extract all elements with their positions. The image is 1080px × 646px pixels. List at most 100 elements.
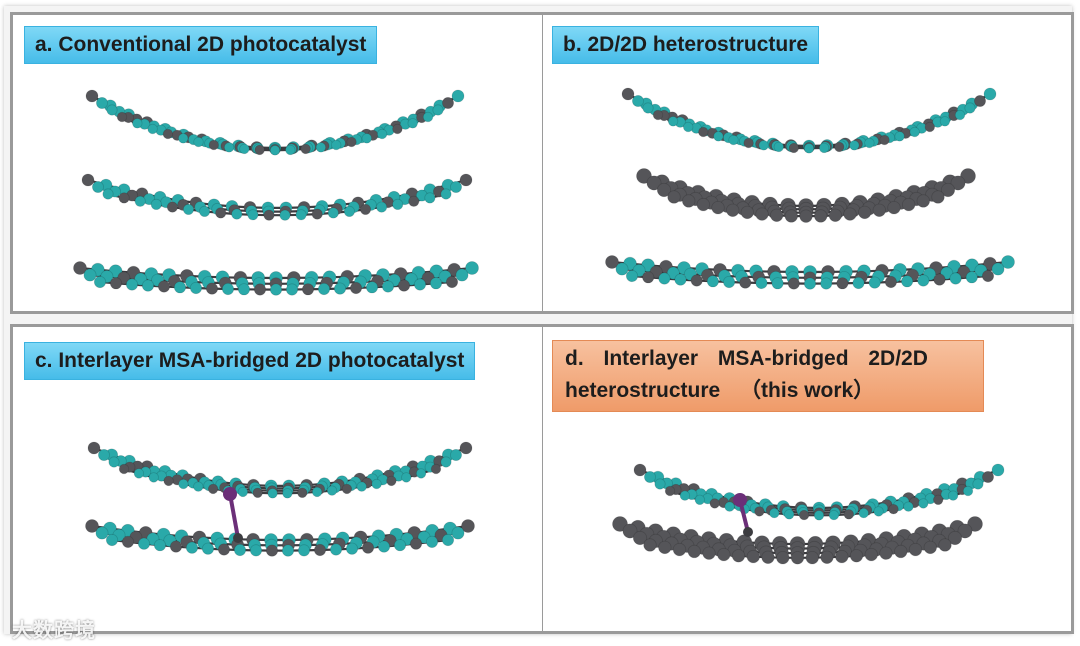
atom — [664, 485, 676, 497]
atom — [923, 540, 938, 555]
atom — [982, 470, 995, 483]
atom — [376, 128, 388, 140]
atom — [884, 275, 898, 289]
atom — [858, 205, 872, 220]
atom — [269, 145, 281, 156]
atom — [449, 448, 462, 461]
atom — [207, 483, 219, 495]
atom — [790, 551, 805, 565]
atom — [632, 95, 645, 108]
atom — [118, 192, 130, 204]
atom — [279, 209, 291, 221]
atom — [755, 207, 769, 221]
atom — [787, 277, 800, 290]
atom — [148, 472, 159, 483]
atom — [407, 118, 418, 129]
atom — [73, 261, 87, 275]
panel-c-title: c. Interlayer MSA-bridged 2D photocataly… — [24, 342, 476, 380]
atom — [820, 550, 834, 565]
atom — [813, 510, 825, 521]
atom — [282, 488, 293, 499]
bridge-anchor-atom — [743, 527, 753, 537]
msa-bridge-atom — [733, 493, 747, 507]
atom — [345, 542, 359, 555]
atom — [247, 209, 259, 221]
atom — [440, 188, 452, 200]
atom — [726, 203, 740, 218]
atom — [356, 481, 367, 492]
atom — [868, 276, 881, 289]
atom — [326, 485, 338, 496]
atom — [397, 279, 411, 292]
panel-a-title: a. Conventional 2D photocatalyst — [24, 26, 378, 64]
atom — [803, 277, 817, 290]
atom — [646, 175, 662, 191]
atom — [909, 126, 920, 138]
atom — [208, 139, 220, 151]
atom — [933, 494, 944, 506]
atom — [215, 207, 227, 219]
atom — [401, 472, 412, 483]
bridge-anchor-atom — [233, 533, 243, 543]
atom — [728, 134, 739, 146]
atom — [696, 197, 711, 212]
atom — [656, 182, 672, 198]
atom — [633, 463, 647, 477]
atom — [743, 137, 754, 149]
atom — [253, 283, 267, 296]
atom — [267, 488, 278, 499]
atom — [916, 194, 931, 208]
panel-b-title: b. 2D/2D heterostructure — [552, 26, 820, 64]
atom — [776, 551, 790, 565]
atom — [931, 190, 945, 204]
atom — [199, 205, 211, 217]
atom — [788, 142, 800, 154]
atom — [451, 89, 465, 103]
atom — [315, 142, 327, 153]
atom — [674, 273, 687, 286]
atom — [177, 133, 189, 144]
atom — [392, 198, 404, 210]
atom — [141, 279, 155, 292]
atom — [900, 275, 914, 288]
atom — [105, 533, 119, 547]
atom — [415, 468, 427, 479]
atom — [658, 540, 672, 555]
atom — [93, 275, 107, 289]
atom — [118, 463, 130, 475]
atom — [263, 209, 275, 221]
atom — [408, 195, 420, 207]
atom — [237, 283, 251, 296]
atom — [425, 535, 439, 549]
atom — [858, 507, 869, 519]
atom — [375, 201, 388, 213]
atom — [755, 276, 768, 290]
atom — [150, 198, 162, 210]
atom — [116, 111, 128, 123]
atom — [343, 205, 355, 217]
atom — [459, 173, 473, 187]
atom — [873, 506, 884, 517]
atom — [933, 273, 946, 286]
atom — [430, 463, 442, 475]
atom — [644, 470, 657, 483]
atom — [249, 544, 263, 557]
atom — [770, 208, 784, 223]
atom — [409, 537, 423, 550]
atom — [731, 549, 746, 563]
atom — [85, 89, 99, 103]
atom — [365, 281, 379, 294]
atom — [281, 544, 295, 557]
atom — [102, 188, 114, 200]
atom — [924, 121, 936, 133]
atom — [991, 262, 1005, 276]
atom — [106, 104, 118, 116]
atom — [359, 203, 372, 215]
atom — [687, 544, 702, 559]
msa-bridge-bond — [228, 493, 240, 539]
atom — [297, 544, 311, 557]
atom — [92, 180, 105, 193]
atom — [698, 126, 709, 138]
panel-d-title-line2: heterostructure — [565, 379, 721, 402]
atom — [193, 136, 204, 148]
